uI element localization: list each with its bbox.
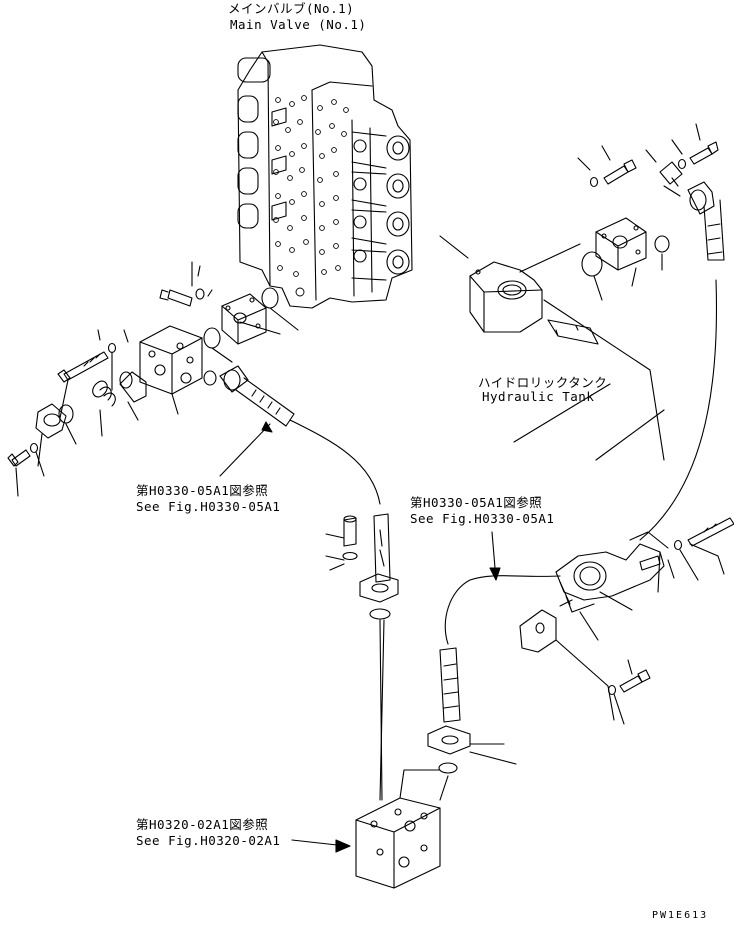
see-fig-bottom-label-jp: 第H0320-02A1図参照 — [136, 817, 269, 832]
see-fig-right-label-en: See Fig.H0330-05A1 — [410, 511, 555, 526]
main-valve — [237, 44, 413, 309]
hydraulic-tank-label-jp: ハイドロリックタンク — [478, 375, 608, 390]
main-valve-label-en: Main Valve (No.1) — [230, 17, 367, 32]
center-pipe-assembly — [325, 513, 399, 801]
see-fig-left-label-jp: 第H0330-05A1図参照 — [136, 483, 269, 498]
hydraulic-tank-label-en: Hydraulic Tank — [482, 389, 595, 404]
see-fig-left-label-en: See Fig.H0330-05A1 — [136, 499, 281, 514]
hydraulic-tank-assembly — [439, 123, 725, 541]
label-leaders — [513, 383, 665, 461]
lower-pipe-assembly — [291, 531, 561, 889]
see-fig-right-label-jp: 第H0330-05A1図参照 — [410, 495, 543, 510]
left-flange-assembly — [7, 261, 381, 505]
right-elbow-assembly — [519, 517, 734, 725]
main-valve-label-jp: メインバルブ(No.1) — [228, 1, 355, 16]
drawing-code: PW1E613 — [652, 910, 709, 921]
see-fig-bottom-label-en: See Fig.H0320-02A1 — [136, 833, 281, 848]
